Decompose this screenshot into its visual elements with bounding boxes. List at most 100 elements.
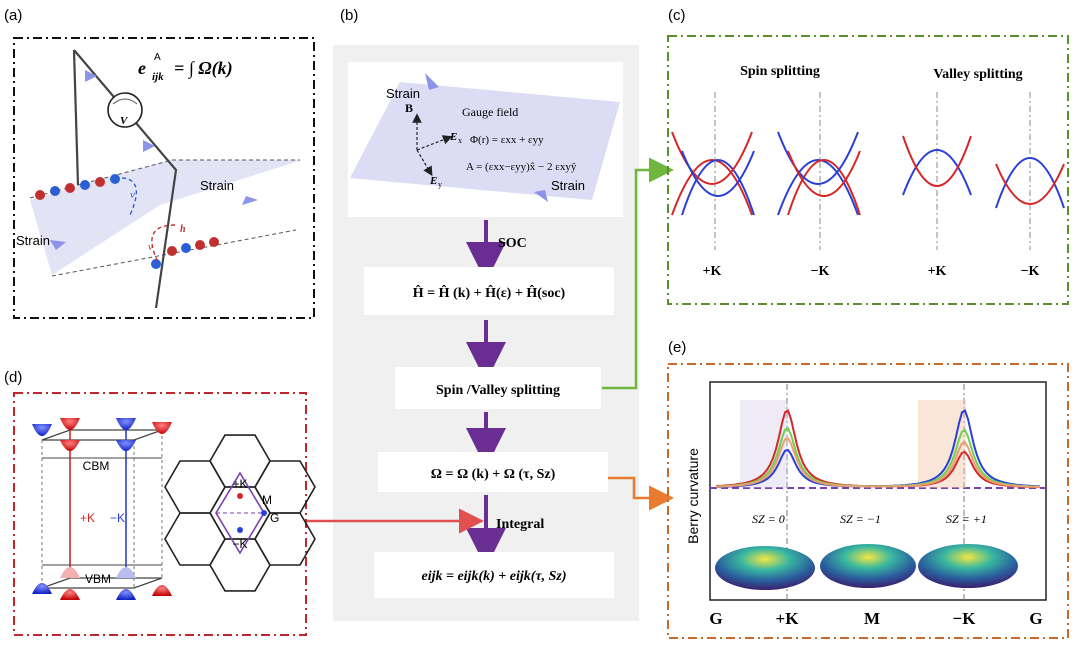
electron-icon (151, 259, 161, 269)
berry-surface-szm1 (820, 544, 916, 588)
electron-icon (181, 243, 191, 253)
valence-band-red (787, 150, 861, 197)
bz-minus-k-point (237, 527, 243, 533)
e-equation: eijk = eijk(k) + eijk(τ, Sz) (421, 569, 566, 584)
bz-g-label: G (270, 511, 279, 525)
connector-arrow-omega-to-e (608, 476, 674, 511)
bz-plus-k-point (237, 493, 243, 499)
strain-label-bottom: Strain (551, 178, 585, 193)
bz-hexagon (164, 512, 226, 566)
strain-label-right: Strain (200, 178, 234, 193)
e-equation-box (374, 552, 614, 598)
bz-minus-k-label: −K (232, 537, 247, 551)
gauge-plane (350, 82, 620, 200)
berry-curves (710, 384, 1046, 600)
splitting-box (395, 367, 601, 409)
prism-top (41, 429, 163, 441)
red-cone-icon (60, 418, 80, 430)
formula-superscript: A (154, 52, 161, 63)
circuit-wire-left (72, 49, 80, 186)
berry-ylabel: Berry curvature (685, 448, 701, 544)
conduction-band-blue (777, 159, 859, 216)
hole-icon (95, 177, 105, 187)
electron-trajectory (114, 177, 138, 216)
gauge-field-title: Gauge field (462, 105, 518, 119)
valley-label: −K (1021, 264, 1040, 279)
red-cone-icon (60, 589, 80, 600)
red-cone-icon (60, 440, 80, 451)
bz-g-point (261, 510, 267, 516)
hole-icon (167, 246, 177, 256)
panel-a-frame (13, 37, 315, 319)
red-cone-icon (152, 422, 172, 434)
sample-plane (30, 160, 302, 275)
strain-arrow-icon (534, 190, 548, 202)
strain-label-top: Strain (386, 86, 420, 101)
blue-cone-icon (32, 424, 52, 436)
vbm-label: VBM (85, 572, 111, 586)
a-equation: A = (εxx−εyy)x̂ − 2 εxyŷ (466, 161, 577, 173)
berry-plot-frame (709, 381, 1047, 601)
panel-d: (d) CBM VBM +K −K +K −K M G (4, 369, 316, 636)
cbm-label: CBM (83, 459, 110, 473)
current-arrow-icon (143, 140, 155, 152)
valley-label: −K (811, 264, 830, 279)
x-tick-label: G (1029, 609, 1042, 628)
x-tick-label: −K (953, 609, 977, 628)
blue-cone-icon (116, 589, 136, 600)
bz-hexagon (164, 460, 226, 514)
velocity-label-hole: v (148, 241, 153, 253)
valence-band-red (902, 135, 972, 187)
omega-equation: Ω = Ω (k) + Ω (τ, Sz) (431, 467, 556, 482)
blue-cone-icon (32, 583, 52, 594)
integral-label: Integral (496, 517, 544, 532)
b-vector-label: B (405, 101, 413, 115)
panel-b-label: (b) (340, 7, 358, 24)
berry-curve-orange (715, 436, 1041, 488)
soc-label: SOC (498, 236, 527, 251)
bz-plus-k-label: +K (232, 477, 247, 491)
formula-subscript: ijk (152, 71, 164, 83)
valence-band-red (995, 163, 1065, 205)
hamiltonian-box (364, 267, 614, 315)
valence-band-blue (777, 131, 859, 185)
omega-box (378, 452, 608, 492)
blue-cone-icon (116, 418, 136, 430)
strain-arrow-icon (50, 240, 66, 250)
panel-a: (a) e ijk A = ∫ Ω(k) V Strain Strain (4, 7, 315, 319)
panel-e: (e) Berry curvature SZ = 0 SZ = −1 SZ = … (667, 339, 1069, 639)
carrier-row-lower (151, 237, 219, 269)
panel-b: (b) Strain Strain Gauge field B E x E y … (333, 7, 639, 621)
panel-e-frame (667, 363, 1069, 639)
hole-trajectory (151, 224, 176, 263)
hole-label: h (180, 224, 186, 235)
formula-rhs: = ∫ Ω(k) (174, 58, 233, 79)
blue-cone-icon (116, 567, 136, 578)
bz-diamond (215, 471, 265, 555)
hole-icon (65, 183, 75, 193)
plus-k-label: +K (80, 511, 95, 525)
sz-label: SZ = 0 (752, 512, 785, 526)
velocity-label-electron: v (130, 189, 135, 201)
splitting-label: Spin /Valley splitting (436, 383, 560, 398)
panel-d-frame (13, 392, 307, 636)
strain-arrow-icon (425, 73, 439, 90)
voltmeter-label: V (120, 115, 129, 127)
prism-bottom (41, 577, 163, 589)
minus-k-label: −K (110, 511, 125, 525)
panel-a-label: (a) (4, 7, 22, 24)
ey-subscript: y (438, 180, 442, 189)
panel-c-frame (667, 35, 1069, 305)
sz-label: SZ = +1 (946, 512, 987, 526)
valence-band-red (671, 131, 753, 185)
current-arrow-icon (85, 70, 97, 82)
connector-arrow-splitting-to-c (602, 157, 674, 390)
valence-band-blue (681, 150, 755, 197)
ex-label: E (449, 131, 457, 143)
panel-c-label: (c) (668, 7, 686, 24)
panel-d-label: (d) (4, 369, 22, 386)
bz-hexagon (254, 512, 316, 566)
conduction-band-red (671, 159, 753, 216)
conduction-band-blue (902, 149, 972, 196)
